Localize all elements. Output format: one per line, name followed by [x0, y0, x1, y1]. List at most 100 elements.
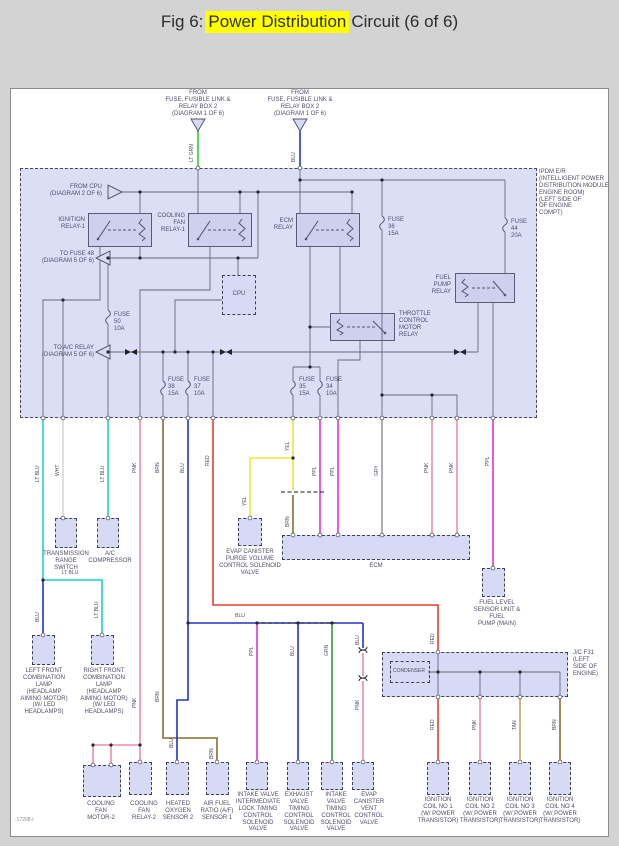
cooling-fan-motor-2-label: COOLING FAN MOTOR-2 [87, 801, 115, 821]
fuse-symbol-6 [317, 380, 323, 396]
air-fuel-ratio-sensor-1-label: AIR FUEL RATIO (A/F) SENSOR 1 [200, 801, 234, 821]
connector-triangle-0 [190, 118, 206, 132]
fuse-44-label: FUSE 44 20A [511, 219, 528, 239]
component-pin-5 [40, 632, 46, 638]
wire-label-pnk-6: PNK [472, 719, 478, 730]
relay-coil-1 [238, 218, 246, 242]
component-pin-19 [254, 759, 260, 765]
ipdm-pin-10 [379, 415, 385, 421]
internal-wire-35 [174, 299, 222, 352]
splice-symbol-1 [220, 349, 232, 355]
wire-label-pnk-5: PNK [355, 699, 361, 710]
ipdm-pin-9 [335, 415, 341, 421]
fuse-symbol-0 [379, 215, 385, 231]
junction-dot-9 [61, 298, 65, 302]
wire-label-red-1: RED [205, 455, 211, 466]
junction-dot-6 [138, 256, 142, 260]
throttle-relay-label: THROTTLE CONTROL MOTOR RELAY [399, 311, 431, 338]
cooling-fan-relay-2-label: COOLING FAN RELAY-2 [130, 801, 158, 821]
splice-symbol-0 [125, 349, 137, 355]
wire-label-brn-4: BRN [552, 719, 558, 730]
pair-connector-bottom-0 [358, 649, 368, 654]
fuse-50-label: FUSE 50 10A [114, 312, 131, 332]
component-pin-9 [335, 532, 341, 538]
jc-f31-label: J/C F31 (LEFT SIDE OF ENGINE) [573, 650, 599, 677]
cpu [222, 275, 256, 315]
component-pin-0 [195, 165, 201, 171]
relay-blade-3 [492, 280, 506, 296]
ipdm-pin-6 [210, 415, 216, 421]
component-pin-24 [214, 759, 220, 765]
junction-dot-0 [138, 190, 142, 194]
component-pin-11 [429, 532, 435, 538]
internal-wire-20 [139, 247, 211, 418]
junction-dot-21 [186, 621, 190, 625]
junction-dot-16 [308, 365, 312, 369]
title-suffix: Circuit (6 of 6) [351, 12, 459, 31]
ipdm-pin-1 [60, 415, 66, 421]
fuse-symbol-3 [160, 380, 166, 396]
wire-label-red-2: RED [430, 633, 436, 644]
wire-label-brn-1: BRN [155, 462, 161, 473]
junction-dot-1 [238, 190, 242, 194]
to-fuse-48-label: TO FUSE 48 (DIAGRAM 5 OF 6) [41, 251, 94, 264]
ignition-coil-3-label: IGNITION COIL NO 3 (W/ POWER TRANSISTOR) [499, 797, 541, 824]
exhaust-valve-timing-label: EXHAUST VALVE TIMING CONTROL SOLENOID VA… [283, 792, 315, 833]
fuse-34-label: FUSE 34 10A [326, 377, 343, 397]
ipdm-er-label: IPDM E/R (INTELLIGENT POWER DISTRIBUTION… [539, 169, 609, 217]
junction-dot-19 [41, 578, 45, 582]
component-pin-3 [105, 515, 111, 521]
component-pin-23 [174, 759, 180, 765]
evap-purge-valve [238, 518, 262, 546]
wire-label-pnk-2: PNK [424, 462, 430, 473]
wire-red-main [212, 420, 439, 652]
wire-brn-af-sensor [162, 420, 218, 762]
ipdm-pin-12 [454, 415, 460, 421]
component-pin-30 [517, 759, 523, 765]
wire-label-pnk-1: PNK [132, 462, 138, 473]
relay-pin-3 [503, 293, 507, 297]
component-pin-20 [295, 759, 301, 765]
ipdm-er-module [20, 168, 537, 418]
condenser-label: CONDENSER [393, 668, 425, 674]
from-cpu-label: FROM CPU (DIAGRAM 2 OF 6) [49, 184, 102, 197]
junction-dot-10 [106, 350, 110, 354]
wire-label-brn-5: BRN [209, 748, 215, 759]
blu-bus-label: BLU [235, 613, 245, 619]
relay-coil-2 [346, 218, 354, 242]
component-pin-2 [60, 515, 66, 521]
relay-pin-2 [304, 237, 308, 241]
junction-dot-24 [330, 621, 334, 625]
internal-wire-11 [42, 247, 101, 418]
junction-dot-15 [308, 325, 312, 329]
wire-pnk-motor-1 [92, 744, 140, 765]
wire-label-grn: GRN [324, 644, 330, 656]
component-pin-4 [247, 515, 253, 521]
junction-dot-11 [161, 350, 165, 354]
junction-dot-2 [256, 190, 260, 194]
relay-blade-0 [97, 220, 111, 240]
junction-dot-25 [138, 743, 142, 747]
wire-blu-ho2s [176, 623, 189, 762]
relay-coil-3 [461, 278, 469, 298]
cooling-fan-relay-1-label: COOLING FAN RELAY-1 [157, 213, 185, 233]
wire-label-blu-5: BLU [169, 738, 175, 748]
diagram-number: -17208-I [15, 817, 34, 823]
fuse-35-label: FUSE 35 15A [299, 377, 316, 397]
component-pin-16 [477, 694, 483, 700]
wire-label-tan: TAN [512, 720, 518, 730]
junction-dot-12 [173, 350, 177, 354]
connector-triangle-3 [94, 250, 111, 266]
junction-dot-5 [380, 178, 384, 182]
junction-dot-8 [106, 256, 110, 260]
junction-dot-30 [518, 670, 522, 674]
ignition-coil-1-label: IGNITION COIL NO 1 (W/ POWER TRANSISTOR) [417, 797, 459, 824]
junction-dot-28 [436, 670, 440, 674]
wire-label-blu-supply: BLU [291, 152, 297, 162]
transmission-range-switch-label: TRANSMISSION RANGE SWITCH [43, 551, 89, 571]
wire-label-red-3: RED [430, 719, 436, 730]
relay-pin-0 [96, 237, 100, 241]
evap-purge-valve-label: EVAP CANISTER PURGE VOLUME CONTROL SOLEN… [219, 549, 281, 576]
junction-dot-14 [211, 350, 215, 354]
